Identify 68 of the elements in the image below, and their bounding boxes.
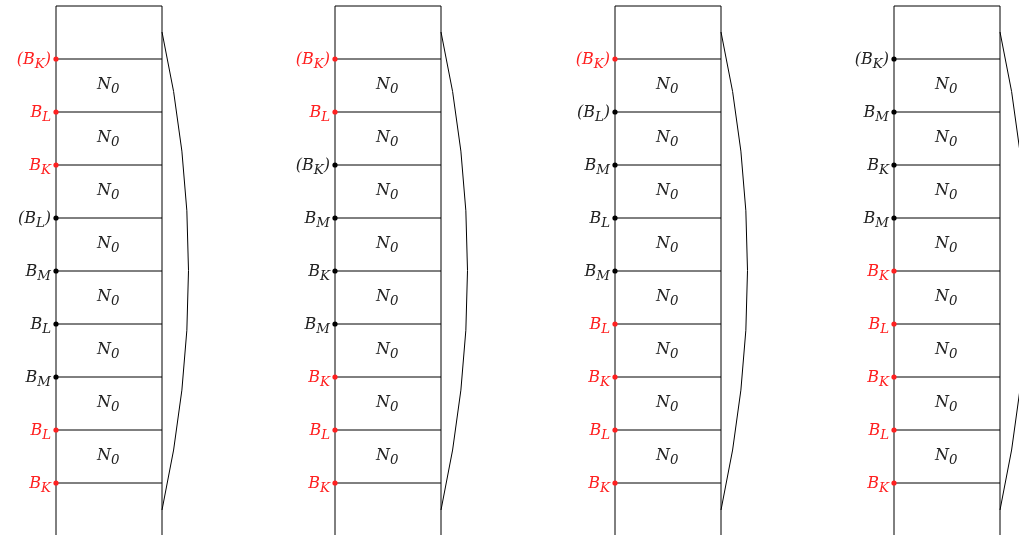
segment-label: N$_{0}$ bbox=[97, 340, 120, 364]
rung-label: B$_{M}$ bbox=[25, 262, 51, 286]
rung-label: B$_{M}$ bbox=[584, 262, 610, 286]
rung-label: B$_{K}$ bbox=[867, 474, 889, 498]
rung-label: B$_{K}$ bbox=[308, 368, 330, 392]
rung-label: B$_{L}$ bbox=[309, 421, 330, 445]
segment-label: N$_{0}$ bbox=[376, 128, 399, 152]
rung-label: B$_{M}$ bbox=[304, 315, 330, 339]
segment-label: N$_{0}$ bbox=[376, 446, 399, 470]
segment-label: N$_{0}$ bbox=[935, 234, 958, 258]
rung-label: B$_{L}$ bbox=[868, 315, 889, 339]
rung-label: B$_{K}$ bbox=[867, 262, 889, 286]
rung-label: B$_{K}$ bbox=[308, 474, 330, 498]
segment-label: N$_{0}$ bbox=[97, 181, 120, 205]
segment-label: N$_{0}$ bbox=[97, 393, 120, 417]
segment-label: N$_{0}$ bbox=[97, 128, 120, 152]
segment-label: N$_{0}$ bbox=[97, 446, 120, 470]
segment-label: N$_{0}$ bbox=[97, 75, 120, 99]
segment-label: N$_{0}$ bbox=[935, 446, 958, 470]
rung-label: (B$_{K}$) bbox=[854, 50, 889, 74]
segment-label: N$_{0}$ bbox=[376, 393, 399, 417]
segment-label: N$_{0}$ bbox=[376, 234, 399, 258]
rung-label: B$_{K}$ bbox=[588, 474, 610, 498]
rung-label: (B$_{L}$) bbox=[17, 209, 51, 233]
rung-label: (B$_{K}$) bbox=[575, 50, 610, 74]
segment-label: N$_{0}$ bbox=[97, 234, 120, 258]
rung-label: B$_{M}$ bbox=[304, 209, 330, 233]
rung-label: B$_{M}$ bbox=[25, 368, 51, 392]
rung-label: (B$_{K}$) bbox=[295, 50, 330, 74]
rung-label: B$_{K}$ bbox=[29, 156, 51, 180]
rung-label: B$_{L}$ bbox=[589, 315, 610, 339]
segment-label: N$_{0}$ bbox=[376, 181, 399, 205]
rung-label: B$_{K}$ bbox=[867, 368, 889, 392]
rung-label: B$_{M}$ bbox=[863, 103, 889, 127]
rung-label: B$_{L}$ bbox=[309, 103, 330, 127]
rung-label: B$_{K}$ bbox=[588, 368, 610, 392]
rung-label: B$_{L}$ bbox=[868, 421, 889, 445]
segment-label: N$_{0}$ bbox=[656, 181, 679, 205]
segment-label: N$_{0}$ bbox=[935, 287, 958, 311]
segment-label: N$_{0}$ bbox=[656, 340, 679, 364]
rung-label: B$_{K}$ bbox=[29, 474, 51, 498]
rung-label: B$_{K}$ bbox=[867, 156, 889, 180]
segment-label: N$_{0}$ bbox=[656, 128, 679, 152]
segment-label: N$_{0}$ bbox=[376, 287, 399, 311]
rung-label: B$_{L}$ bbox=[589, 209, 610, 233]
segment-label: N$_{0}$ bbox=[935, 393, 958, 417]
segment-label: N$_{0}$ bbox=[376, 75, 399, 99]
segment-label: N$_{0}$ bbox=[656, 393, 679, 417]
segment-label: N$_{0}$ bbox=[376, 340, 399, 364]
segment-label: N$_{0}$ bbox=[935, 340, 958, 364]
segment-label: N$_{0}$ bbox=[97, 287, 120, 311]
rung-label: B$_{L}$ bbox=[30, 103, 51, 127]
rung-label: B$_{K}$ bbox=[308, 262, 330, 286]
segment-label: N$_{0}$ bbox=[656, 446, 679, 470]
segment-label: N$_{0}$ bbox=[935, 128, 958, 152]
rung-label: B$_{L}$ bbox=[30, 315, 51, 339]
rung-label: B$_{M}$ bbox=[584, 156, 610, 180]
rung-label: B$_{L}$ bbox=[589, 421, 610, 445]
rung-label: (B$_{K}$) bbox=[16, 50, 51, 74]
segment-label: N$_{0}$ bbox=[656, 75, 679, 99]
rung-label: (B$_{K}$) bbox=[295, 156, 330, 180]
rung-label: B$_{L}$ bbox=[30, 421, 51, 445]
segment-label: N$_{0}$ bbox=[656, 234, 679, 258]
segment-label: N$_{0}$ bbox=[656, 287, 679, 311]
rung-label: B$_{M}$ bbox=[863, 209, 889, 233]
segment-label: N$_{0}$ bbox=[935, 181, 958, 205]
rung-label: (B$_{L}$) bbox=[576, 103, 610, 127]
segment-label: N$_{0}$ bbox=[935, 75, 958, 99]
